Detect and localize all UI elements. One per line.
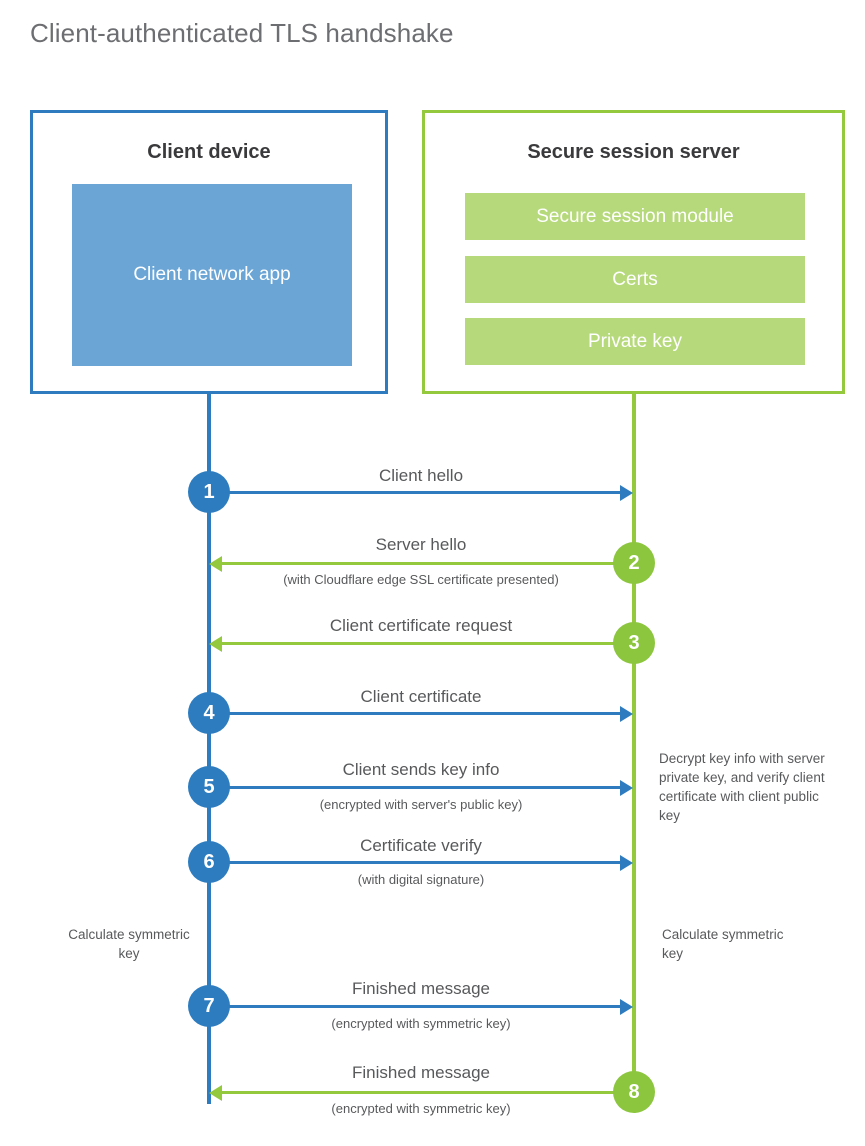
step-3-circle: 3 xyxy=(613,622,655,664)
step-6-arrow-head-right-icon xyxy=(620,855,633,871)
step-4-arrow-head-right-icon xyxy=(620,706,633,722)
step-4-circle: 4 xyxy=(188,692,230,734)
secure-session-server-title: Secure session server xyxy=(527,141,740,163)
step-2-arrow-head-left-icon xyxy=(209,556,222,572)
step-5-arrow-line xyxy=(209,786,620,789)
client-network-app-block: Client network app xyxy=(72,184,352,366)
note-calculate-symmetric-key-client: Calculate symmetric key xyxy=(68,927,190,962)
server-item-certs: Certs xyxy=(465,256,805,303)
step-4-arrow-line xyxy=(209,712,620,715)
step-8-arrow-line xyxy=(222,1091,633,1094)
note-decrypt-key-info: Decrypt key info with server private key… xyxy=(659,751,825,824)
step-8-label: Finished message xyxy=(352,1063,490,1082)
step-5-circle: 5 xyxy=(188,766,230,808)
step-1-circle: 1 xyxy=(188,471,230,513)
step-8-sublabel: (encrypted with symmetric key) xyxy=(331,1101,511,1116)
step-1-arrow-line xyxy=(209,491,620,494)
page-title: Client-authenticated TLS handshake xyxy=(30,18,454,48)
step-7-circle: 7 xyxy=(188,985,230,1027)
step-8-arrow-head-left-icon xyxy=(209,1085,222,1101)
step-3-arrow-line xyxy=(222,642,633,645)
step-5-label: Client sends key info xyxy=(342,760,500,779)
client-device-box: Client device Client network app xyxy=(30,110,388,394)
step-6-sublabel: (with digital signature) xyxy=(357,872,485,887)
step-5-sublabel: (encrypted with server's public key) xyxy=(319,797,523,812)
step-3-arrow-head-left-icon xyxy=(209,636,222,652)
secure-session-server-box: Secure session server Secure session mod… xyxy=(422,110,845,394)
step-1-label: Client hello xyxy=(378,466,464,485)
step-7-label: Finished message xyxy=(352,979,490,998)
step-7-sublabel: (encrypted with symmetric key) xyxy=(331,1016,511,1031)
client-device-title: Client device xyxy=(147,141,271,163)
step-6-circle: 6 xyxy=(188,841,230,883)
note-calculate-symmetric-key-server: Calculate symmetric key xyxy=(662,927,784,962)
step-3-label: Client certificate request xyxy=(329,616,513,635)
step-2-circle: 2 xyxy=(613,542,655,584)
server-item-private-key: Private key xyxy=(465,318,805,365)
step-2-sublabel: (with Cloudflare edge SSL certificate pr… xyxy=(283,572,559,587)
step-8-circle: 8 xyxy=(613,1071,655,1113)
step-5-arrow-head-right-icon xyxy=(620,780,633,796)
client-lifeline xyxy=(207,394,211,1104)
step-1-arrow-head-right-icon xyxy=(620,485,633,501)
step-2-label: Server hello xyxy=(375,535,467,554)
step-7-arrow-line xyxy=(209,1005,620,1008)
server-item-secure-session-module: Secure session module xyxy=(465,193,805,240)
step-6-arrow-line xyxy=(209,861,620,864)
server-lifeline xyxy=(632,393,636,1093)
step-6-label: Certificate verify xyxy=(360,836,482,855)
step-2-arrow-line xyxy=(222,562,633,565)
step-7-arrow-head-right-icon xyxy=(620,999,633,1015)
step-4-label: Client certificate xyxy=(360,687,482,706)
